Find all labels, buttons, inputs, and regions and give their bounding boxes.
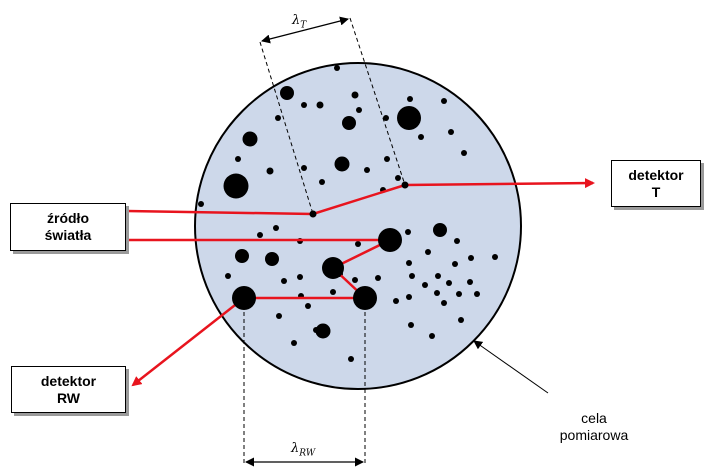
particle xyxy=(429,333,435,339)
scatter-particle xyxy=(353,286,377,310)
particle xyxy=(305,303,311,309)
particle xyxy=(418,134,424,140)
particle xyxy=(408,322,414,328)
scatter-particle xyxy=(309,210,317,218)
particle xyxy=(456,291,462,297)
transmitted-beam xyxy=(126,178,595,216)
light-beams xyxy=(126,178,595,387)
particle xyxy=(364,167,370,173)
particle xyxy=(348,356,354,362)
particle xyxy=(433,223,447,237)
particle xyxy=(458,317,464,323)
particle xyxy=(409,273,415,279)
particle xyxy=(446,280,452,286)
detector-rw-label-line1: detektor xyxy=(40,372,97,389)
particle xyxy=(273,225,279,231)
lambda-rw-label: λRW xyxy=(291,441,315,459)
particle xyxy=(291,340,297,346)
particle xyxy=(356,107,362,113)
cell-label: cela pomiarowa xyxy=(544,410,644,444)
detector-t-box: detektor T xyxy=(611,160,701,207)
particle xyxy=(384,156,390,162)
particle xyxy=(319,179,325,185)
particle xyxy=(397,106,421,130)
particle xyxy=(461,150,467,156)
particle xyxy=(393,298,399,304)
scatter-particle xyxy=(322,257,344,279)
particle xyxy=(406,260,412,266)
particle xyxy=(276,313,282,319)
lambda-rw-band xyxy=(243,298,366,466)
particle xyxy=(265,252,279,266)
scatter-particle xyxy=(232,286,256,310)
lambda-t-dimension-arrow xyxy=(261,16,349,44)
particle xyxy=(198,201,204,207)
particle xyxy=(242,131,258,147)
particle xyxy=(301,165,307,171)
particle xyxy=(301,102,307,108)
light-source-label-line2: światła xyxy=(44,227,92,243)
particle xyxy=(395,175,401,181)
particle xyxy=(316,101,324,109)
lambda-rw-subscript: RW xyxy=(299,448,316,459)
particle xyxy=(383,115,389,121)
particle xyxy=(441,300,447,306)
scattering-centres xyxy=(232,181,409,310)
lambda-t-symbol: λ xyxy=(292,13,301,28)
particle xyxy=(434,290,440,296)
cell-pointer-arrow xyxy=(473,340,549,394)
particle xyxy=(297,274,303,280)
particle xyxy=(492,254,498,260)
lambda-t-band xyxy=(259,17,406,215)
particle xyxy=(407,96,413,102)
particle xyxy=(448,129,454,135)
particle xyxy=(342,116,356,130)
particle xyxy=(266,167,274,175)
scattered-beam xyxy=(127,238,391,387)
particle xyxy=(235,156,241,162)
particle xyxy=(422,282,428,288)
lambda-t-label: λT xyxy=(292,13,306,31)
particle xyxy=(351,91,359,99)
particle xyxy=(330,289,336,295)
particle xyxy=(257,232,263,238)
particle xyxy=(425,249,431,255)
particle xyxy=(352,277,358,283)
particle xyxy=(223,173,249,199)
particle xyxy=(334,65,340,71)
particle xyxy=(467,279,473,285)
detector-t-label-line2: T xyxy=(651,183,661,200)
scatter-particle xyxy=(401,181,409,189)
particle xyxy=(454,238,460,244)
scatter-particle xyxy=(378,228,402,252)
particle xyxy=(275,115,281,121)
particle xyxy=(334,156,350,172)
detector-t-label-line1: detektor xyxy=(628,166,684,183)
particle xyxy=(435,273,441,279)
particle xyxy=(441,98,447,104)
light-source-label-line1: źródło xyxy=(47,210,89,226)
particle xyxy=(355,241,361,247)
particle xyxy=(474,291,480,297)
particle xyxy=(406,294,412,300)
particle xyxy=(281,278,287,284)
cell-label-line1: cela xyxy=(581,410,607,426)
particle xyxy=(315,323,331,339)
particle xyxy=(468,255,474,261)
particle xyxy=(375,275,381,281)
light-source-box: źródło światła xyxy=(10,203,126,251)
particle xyxy=(225,273,231,279)
measurement-cell xyxy=(194,62,522,390)
particle xyxy=(235,249,249,263)
lambda-t-subscript: T xyxy=(300,20,307,31)
particle xyxy=(280,86,294,100)
particle xyxy=(405,229,411,235)
particle xyxy=(452,261,458,267)
cell-label-line2: pomiarowa xyxy=(559,427,629,443)
detector-rw-label-line2: RW xyxy=(56,389,81,406)
detector-rw-box: detektor RW xyxy=(11,366,126,413)
lambda-rw-symbol: λ xyxy=(291,441,300,456)
